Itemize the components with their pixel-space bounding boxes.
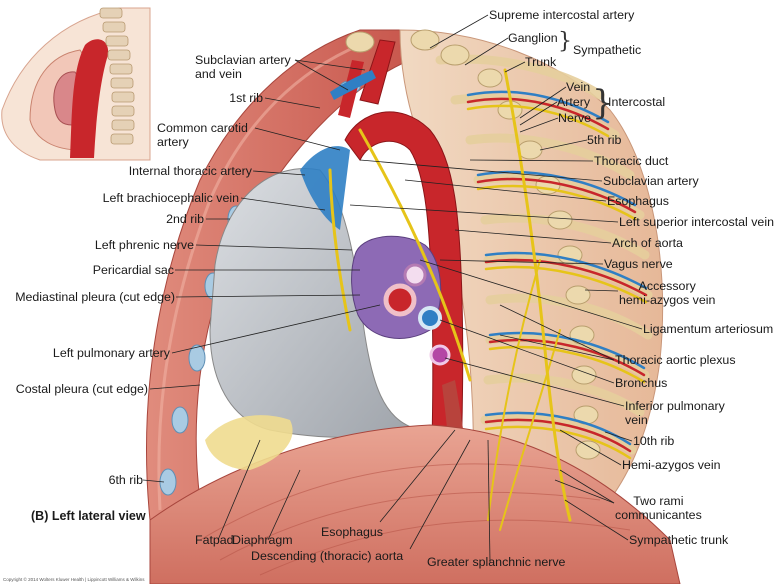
label-nerve: Nerve [558,111,592,125]
label-6th-rib: 6th rib [108,473,143,487]
label-fatpad: Fatpad [195,533,234,547]
label-vagus-nerve: Vagus nerve [604,257,673,271]
label-trunk: Trunk [525,55,557,69]
label-intercostal: Intercostal [608,95,666,109]
label-internal-thoracic-artery: Internal thoracic artery [128,164,252,178]
view-label: (B) Left lateral view [31,509,146,523]
label-descending-thoracic-aorta: Descending (thoracic) aorta [251,549,404,563]
label-left-brachiocephalic-vein: Left brachiocephalic vein [102,191,239,205]
brachiocephalic-vein [300,146,350,230]
orientation-inset [1,7,151,161]
label-ligamentum-arteriosum: Ligamentum arteriosum [643,322,774,336]
label-greater-splanchnic-nerve: Greater splanchnic nerve [427,555,566,569]
label-arch-of-aorta: Arch of aorta [612,236,683,250]
label-hemi-azygos-vein: Hemi-azygos vein [622,458,721,472]
label-1st-rib: 1st rib [229,91,263,105]
label-sympathetic: Sympathetic [573,43,642,57]
label-left-superior-intercostal-vein: Left superior intercostal vein [619,215,774,229]
label-artery: Artery [557,95,591,109]
splanchnic-nerve [487,259,561,531]
label-diaphragm: Diaphragm [232,533,293,547]
label-bronchus: Bronchus [615,376,668,390]
leader-lines [142,14,643,563]
brace-intercostal: } [592,83,614,123]
diaphragm [149,424,681,584]
intercostal-vessels [466,90,648,460]
label-common-carotid-artery: Common carotid artery [157,121,248,149]
fatpad [205,415,293,470]
label-costal-pleura: Costal pleura (cut edge) [15,382,148,396]
label-pericardial-sac: Pericardial sac [92,263,174,277]
label-thoracic-duct: Thoracic duct [594,154,669,168]
label-ganglion: Ganglion [508,31,558,45]
label-esophagus-bottom: Esophagus [321,525,384,539]
label-10th-rib: 10th rib [633,434,675,448]
label-subclavian-artery-and-vein: Subclavian artery and vein [195,53,291,81]
label-two-rami-communicantes: Two rami communicantes [615,494,702,522]
label-supreme-intercostal-artery: Supreme intercostal artery [489,8,635,22]
label-inferior-pulmonary-vein: Inferior pulmonary vein [625,399,725,427]
label-mediastinal-pleura: Mediastinal pleura (cut edge) [15,290,175,304]
copyright-text: Copyright © 2014 Wolters Kluwer Health |… [3,577,145,582]
label-5th-rib: 5th rib [587,133,622,147]
label-accessory-hemi-azygos-vein: Accessory hemi-azygos vein [619,279,716,307]
label-2nd-rib: 2nd rib [166,212,204,226]
label-left-pulmonary-artery: Left pulmonary artery [52,346,170,360]
label-left-phrenic-nerve: Left phrenic nerve [94,238,194,252]
label-subclavian-artery: Subclavian artery [603,174,699,188]
label-vein: Vein [566,80,591,94]
label-esophagus-right: Esophagus [607,194,670,208]
label-thoracic-aortic-plexus: Thoracic aortic plexus [615,353,736,367]
brace-sympathetic: } [558,29,572,54]
label-sympathetic-trunk: Sympathetic trunk [629,533,729,547]
